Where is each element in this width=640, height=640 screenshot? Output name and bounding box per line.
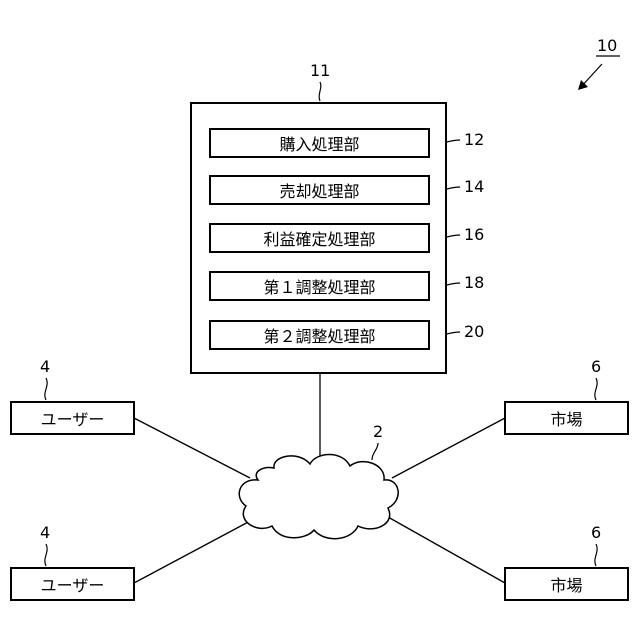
market-top-network-line bbox=[392, 418, 505, 478]
module-sale-processing: 売却処理部 bbox=[209, 175, 430, 205]
module-ref-label: 20 bbox=[464, 324, 484, 340]
module-ref-label: 14 bbox=[464, 179, 484, 195]
server-ref-label: 11 bbox=[310, 63, 330, 79]
module-first-adjustment-processing: 第１調整処理部 bbox=[209, 271, 430, 301]
user-ref-label: 4 bbox=[40, 359, 50, 375]
leader-line-market-bottom bbox=[595, 544, 597, 566]
user-top-network-line bbox=[134, 418, 250, 478]
module-second-adjustment-processing: 第２調整処理部 bbox=[209, 320, 430, 350]
market-ref-label: 6 bbox=[591, 359, 601, 375]
module-ref-label: 16 bbox=[464, 227, 484, 243]
user-box: ユーザー bbox=[10, 567, 135, 601]
leader-line-network bbox=[372, 443, 378, 460]
market-box: 市場 bbox=[504, 567, 629, 601]
system-ref-label: 10 bbox=[597, 38, 617, 54]
network-cloud-icon bbox=[239, 455, 398, 539]
module-purchase-processing: 購入処理部 bbox=[209, 128, 430, 158]
leader-line-user-bottom bbox=[45, 544, 47, 566]
market-bottom-network-line bbox=[388, 517, 505, 583]
network-ref-label: 2 bbox=[373, 424, 383, 440]
leader-line-market-top bbox=[595, 378, 597, 400]
module-profit-taking-processing: 利益確定処理部 bbox=[209, 223, 430, 253]
module-ref-label: 18 bbox=[464, 275, 484, 291]
market-box: 市場 bbox=[504, 401, 629, 435]
user-box: ユーザー bbox=[10, 401, 135, 435]
user-ref-label: 4 bbox=[40, 525, 50, 541]
market-ref-label: 6 bbox=[591, 525, 601, 541]
module-ref-label: 12 bbox=[464, 132, 484, 148]
user-bottom-network-line bbox=[134, 520, 252, 583]
leader-line-server bbox=[319, 82, 321, 101]
leader-line-user-top bbox=[45, 378, 47, 400]
